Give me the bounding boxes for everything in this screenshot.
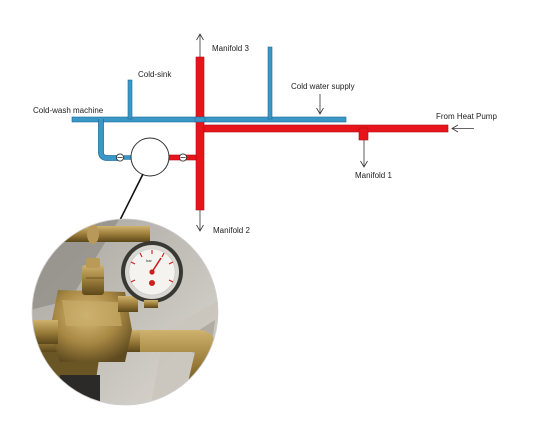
cold-sink-riser (127, 79, 133, 120)
pressure-gauge-icon (130, 137, 170, 177)
cold-main-pipe (71, 116, 347, 123)
label-cold-wash-machine: Cold-wash machine (33, 106, 104, 115)
label-cold-water-supply: Cold water supply (291, 82, 355, 91)
hot-pipes (167, 56, 449, 211)
cold-pipes (71, 46, 347, 161)
label-manifold-2: Manifold 2 (213, 226, 250, 235)
cold-drop-pipe (98, 119, 118, 161)
label-manifold-3: Manifold 3 (212, 44, 249, 53)
callout-line (119, 173, 144, 221)
heat-pump-main-pipe (203, 124, 449, 133)
label-manifold-1: Manifold 1 (355, 171, 392, 180)
valve-icon (178, 153, 188, 162)
manifold-1-tee (358, 127, 369, 141)
cold-supply-riser (267, 46, 273, 120)
manifold-vertical-pipe (195, 56, 205, 211)
label-cold-sink: Cold-sink (138, 70, 172, 79)
pressure-reducing-valve-photo: bar (31, 218, 219, 406)
svg-text:bar: bar (146, 258, 152, 263)
valve-icon (115, 153, 125, 162)
label-from-heat-pump: From Heat Pump (436, 112, 497, 121)
arrows (196, 33, 474, 232)
